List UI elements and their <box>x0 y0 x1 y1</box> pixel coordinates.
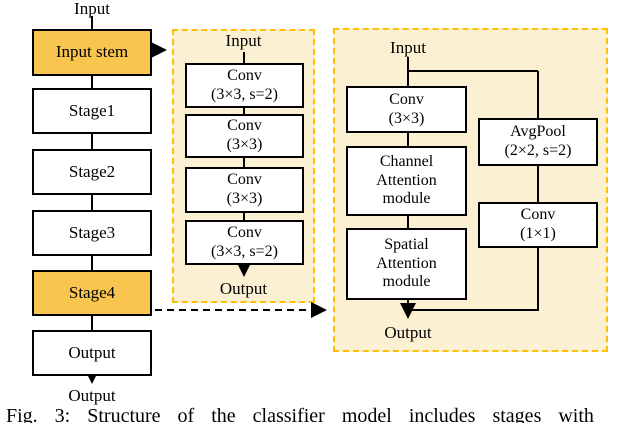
stem-input-label: Input <box>225 31 262 50</box>
node-label-line: Conv <box>227 171 262 189</box>
node-label-line: Attention <box>376 171 437 189</box>
node-stem-conv3: Conv (3×3) <box>185 167 304 213</box>
node-stage-conv33: Conv (3×3) <box>346 86 467 133</box>
node-label-line: module <box>382 190 431 208</box>
node-output-box: Output <box>32 330 152 376</box>
node-stage4: Stage4 <box>32 270 152 316</box>
pipeline-output-label: Output <box>68 386 116 405</box>
node-stage1: Stage1 <box>32 88 152 134</box>
node-label-line: Conv <box>520 206 556 224</box>
node-label-line: Attention <box>376 254 437 272</box>
node-label-line: module <box>382 273 431 291</box>
node-label-line: Conv <box>227 223 262 241</box>
figure-caption: Fig. 3: Structure of the classifier mode… <box>6 405 594 423</box>
pipeline-input-label: Input <box>74 0 110 18</box>
node-input-stem: Input stem <box>32 29 152 76</box>
node-label-line: Conv <box>227 66 262 84</box>
node-label-line: (3×3) <box>226 190 263 207</box>
node-label-line: AvgPool <box>510 123 566 141</box>
node-spatial-attention: Spatial Attention module <box>346 228 467 300</box>
node-conv11: Conv (1×1) <box>478 202 598 248</box>
node-label-line: Spatial <box>384 235 429 253</box>
node-stem-conv4: Conv (3×3, s=2) <box>185 220 304 265</box>
node-label-line: (3×3) <box>388 109 425 127</box>
stem-output-label: Output <box>219 279 268 298</box>
node-label-line: (3×3) <box>226 136 263 153</box>
node-label-line: (3×3, s=2) <box>211 85 278 103</box>
node-channel-attention: Channel Attention module <box>346 146 467 216</box>
node-label-line: (1×1) <box>520 225 556 242</box>
stage-output-label: Output <box>384 323 432 342</box>
node-avgpool: AvgPool (2×2, s=2) <box>478 118 598 166</box>
node-stage2: Stage2 <box>32 149 152 195</box>
node-label-line: Conv <box>227 117 262 135</box>
node-stem-conv2: Conv (3×3) <box>185 114 304 158</box>
node-label-line: Channel <box>379 152 434 170</box>
node-label-line: Conv <box>389 90 424 108</box>
node-stem-conv1: Conv (3×3, s=2) <box>185 63 304 108</box>
stage-input-label: Input <box>390 38 426 57</box>
node-label-line: (2×2, s=2) <box>504 142 572 159</box>
node-label-line: (3×3, s=2) <box>211 242 278 260</box>
node-stage3: Stage3 <box>32 210 152 256</box>
